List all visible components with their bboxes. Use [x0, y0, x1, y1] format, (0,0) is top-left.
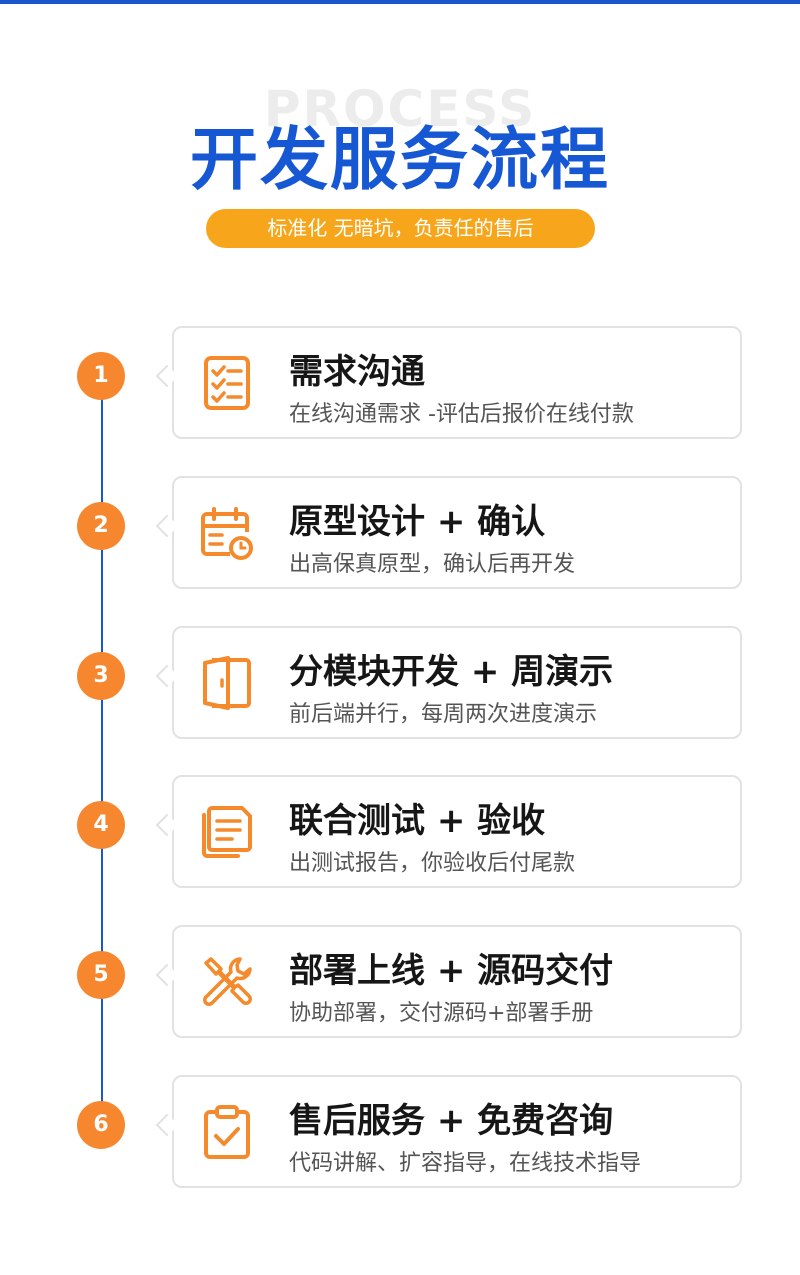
top-accent-bar — [0, 0, 800, 4]
step-description: 在线沟通需求 -评估后报价在线付款 — [289, 402, 634, 427]
step-card — [172, 626, 742, 739]
step-number-badge: 2 — [77, 502, 125, 550]
step-number-badge: 4 — [77, 801, 125, 849]
step-number-badge: 5 — [77, 951, 125, 999]
step-title: 需求沟通 — [289, 352, 425, 392]
step-description: 代码讲解、扩容指导，在线技术指导 — [289, 1151, 642, 1176]
watermark-text: PROCESS — [263, 80, 537, 138]
door-icon — [203, 656, 251, 710]
step-card — [172, 925, 742, 1038]
step-title: 分模块开发 + 周演示 — [289, 652, 614, 692]
step-description: 出高保真原型，确认后再开发 — [289, 552, 576, 577]
step-title: 原型设计 + 确认 — [289, 502, 546, 542]
page-header: PROCESS 开发服务流程 — [0, 80, 800, 200]
step-number-badge: 6 — [77, 1101, 125, 1149]
step-description: 协助部署，交付源码+部署手册 — [289, 1001, 594, 1026]
step-number-badge: 1 — [77, 352, 125, 400]
step-number-badge: 3 — [77, 652, 125, 700]
step-item: 6 售后服务 + 免费咨询 代码讲解、扩容指导，在线技术指导 — [0, 1075, 800, 1189]
clipboard-check-icon — [204, 1105, 250, 1159]
step-title: 售后服务 + 免费咨询 — [289, 1101, 614, 1141]
step-item: 4 联合测试 + 验收 出测试报告，你验收后付尾款 — [0, 775, 800, 889]
calendar-clock-icon — [201, 507, 253, 560]
step-item: 3 分模块开发 + 周演示 前后端并行，每周两次进度演示 — [0, 626, 800, 740]
step-description: 出测试报告，你验收后付尾款 — [289, 851, 576, 876]
checklist-icon — [204, 356, 250, 410]
step-card — [172, 326, 742, 439]
subtitle-badge: 标准化 无暗坑，负责任的售后 — [206, 209, 595, 248]
step-card — [172, 476, 742, 589]
step-description: 前后端并行，每周两次进度演示 — [289, 702, 598, 727]
wrench-screwdriver-icon — [203, 957, 252, 1006]
timeline-line — [101, 378, 103, 1130]
step-item: 5 部署上线 + 源码交付 协助部署，交付源码+部署手册 — [0, 925, 800, 1039]
page-title: 开发服务流程 — [189, 121, 610, 200]
document-icon — [202, 806, 252, 858]
step-card — [172, 775, 742, 888]
step-item: 1 需求沟通 在线沟通需求 -评估后报价在线付款 — [0, 326, 800, 440]
step-title: 联合测试 + 验收 — [289, 801, 546, 841]
step-item: 2 原型设计 + 确认 出高保真原型，确认后再开发 — [0, 476, 800, 590]
step-title: 部署上线 + 源码交付 — [289, 951, 614, 991]
step-card — [172, 1075, 742, 1188]
